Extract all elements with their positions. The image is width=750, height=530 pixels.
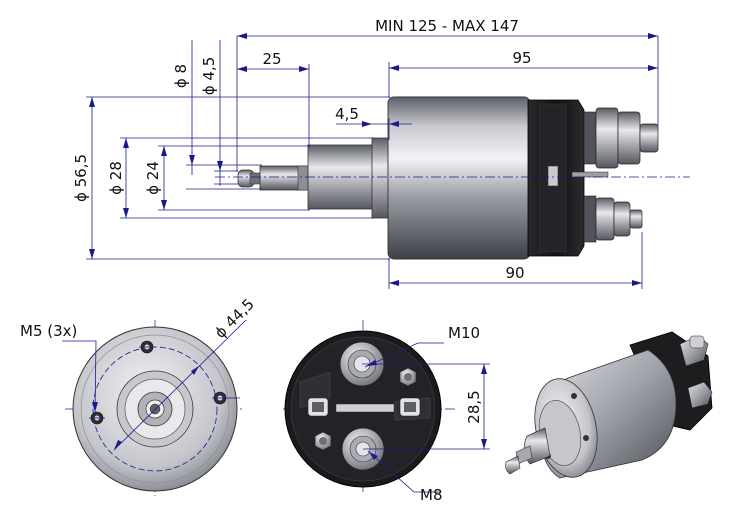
dia-28-label: ϕ 28 xyxy=(107,161,125,195)
isometric-view xyxy=(505,331,713,479)
offset-label: 4,5 xyxy=(335,105,359,123)
plunger-length-label: 25 xyxy=(262,50,281,68)
side-view: MIN 125 - MAX 147 25 95 4,5 90 ϕ 56 xyxy=(72,17,690,289)
overall-length-label: MIN 125 - MAX 147 xyxy=(375,17,519,35)
dia-4-5-label: ϕ 4,5 xyxy=(200,57,218,96)
dia-8-label: ϕ 8 xyxy=(172,64,190,88)
bolt-circle-label: ϕ 44,5 xyxy=(211,295,258,342)
front-view: M5 (3x) ϕ 44,5 xyxy=(20,295,258,496)
terminal-large-label: M10 xyxy=(448,324,480,342)
screws-label: M5 (3x) xyxy=(20,322,77,340)
terminal-small-label: M8 xyxy=(420,486,443,504)
terminal-spacing-label: 28,5 xyxy=(465,390,483,423)
dia-24-label: ϕ 24 xyxy=(144,161,162,195)
dia-body-label: ϕ 56,5 xyxy=(72,154,90,202)
rear-view: 28,5 M10 M8 xyxy=(283,320,490,504)
body-length-label: 95 xyxy=(512,49,531,67)
housing-length-label: 90 xyxy=(505,264,524,282)
